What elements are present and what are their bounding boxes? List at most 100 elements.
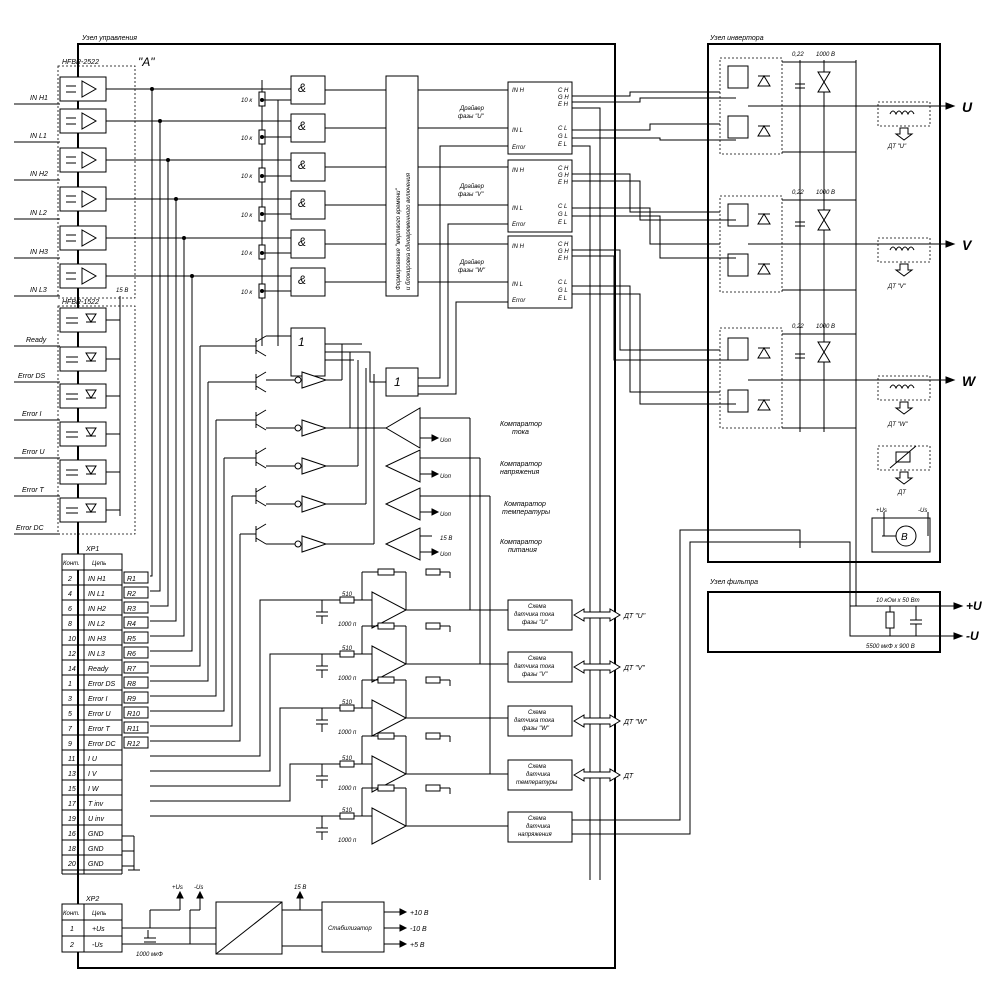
supply-15v-label: 15 В <box>116 288 128 294</box>
svg-text:C H: C H <box>558 166 569 172</box>
xp1-pin: 20 <box>67 861 76 868</box>
svg-text:Схема: Схема <box>528 764 547 770</box>
svg-text:1000 п: 1000 п <box>338 730 357 736</box>
xp1-pin: 1 <box>68 681 72 688</box>
sensor-dt-v: ДТ "V" <box>887 284 907 290</box>
xp1-net: IN L2 <box>88 621 105 628</box>
xp1-pin: 11 <box>68 756 75 763</box>
comparator-label-1: Компаратор <box>504 501 546 508</box>
xp1-net: IN H1 <box>88 576 106 583</box>
inverter-caps <box>795 71 831 363</box>
fan-label: В <box>901 532 908 543</box>
inv-cap2: 1000 В <box>816 52 835 58</box>
xp1-net: IN L1 <box>88 591 105 598</box>
xp1-pin: 2 <box>67 576 72 583</box>
power-out-3: +5 В <box>410 942 425 949</box>
svg-text:510: 510 <box>342 808 353 814</box>
amp-input-wires <box>150 599 300 817</box>
filter-unit-title: Узел фильтра <box>709 579 758 586</box>
xp1-pin: 9 <box>68 741 72 748</box>
xp1-pin: 19 <box>68 816 76 823</box>
xp1-pin: 18 <box>68 846 76 853</box>
sensor-dt-w: ДТ "W" <box>887 422 908 428</box>
xp1-net: T inv <box>88 801 104 808</box>
svg-text:C L: C L <box>558 280 567 286</box>
svg-text:G L: G L <box>558 288 568 294</box>
comparator-label-2: питания <box>508 547 537 554</box>
input-label-in-h1: IN H1 <box>30 95 48 102</box>
power-out-2: -10 В <box>410 926 427 933</box>
svg-text:датчика: датчика <box>526 824 551 830</box>
input-label-in-l2: IN L2 <box>30 210 47 217</box>
resistor-10k-label: 10 к <box>241 213 253 219</box>
svg-text:C H: C H <box>558 242 569 248</box>
series-resistor-label: R2 <box>127 591 136 598</box>
sensor-dt-u: ДТ "U" <box>887 144 907 150</box>
filter-resistor: 10 кОм х 50 Вт <box>876 598 920 604</box>
svg-text:IN L: IN L <box>512 282 523 288</box>
input-label-in-h2: IN H2 <box>30 171 48 178</box>
xp1-pin: 7 <box>68 726 73 733</box>
opto-rx-label: HFBR-1522 <box>62 299 99 306</box>
and-gate-label: & <box>298 158 306 172</box>
or-gate-ready <box>290 327 326 377</box>
xp1-net: IN H2 <box>88 606 106 613</box>
driver-group <box>507 81 573 309</box>
svg-text:1000 п: 1000 п <box>338 786 357 792</box>
filter-capacitor: 5500 мкФ х 900 В <box>866 644 915 650</box>
svg-text:E H: E H <box>558 180 569 186</box>
driver-to-inverter-wires <box>572 91 736 880</box>
input-label-in-l1: IN L1 <box>30 133 47 140</box>
comparator-label-2: температуры <box>502 509 551 516</box>
inv-cap1: 0,22 <box>792 324 804 330</box>
svg-text:IN L: IN L <box>512 128 523 134</box>
resistor-10k-label: 10 к <box>241 290 253 296</box>
resistor-10k-label: 10 к <box>241 98 253 104</box>
xp2-net: -Us <box>92 942 103 949</box>
series-resistor-label: R7 <box>127 666 137 673</box>
transistor-group <box>200 335 267 545</box>
xp1-pin: 10 <box>68 636 76 643</box>
series-resistor-label: R5 <box>127 636 136 643</box>
xp1-net: I V <box>88 771 98 778</box>
svg-text:датчика тока: датчика тока <box>514 718 555 724</box>
svg-text:датчика тока: датчика тока <box>514 664 555 670</box>
power-plus-us: +Us <box>172 885 183 891</box>
series-resistor <box>123 721 149 734</box>
inverter-unit-title: Узел инвертора <box>709 35 764 42</box>
power-15v: 15 В <box>294 885 306 891</box>
svg-text:Схема: Схема <box>528 710 547 716</box>
xp1-net: IN H3 <box>88 636 106 643</box>
svg-text:G L: G L <box>558 134 568 140</box>
deadtime-text-2: и блокировка одновременного включения <box>406 172 412 290</box>
or-gate-error <box>385 367 419 397</box>
fan-minus: -Us <box>918 508 927 514</box>
xp1-col1: Конт. <box>63 561 80 567</box>
driver-w-label-2: фазы "W" <box>458 268 486 274</box>
series-resistor-label: R4 <box>127 621 136 628</box>
series-resistor-label: R1 <box>127 576 136 583</box>
svg-text:G L: G L <box>558 212 568 218</box>
driver-u-label-2: фазы "U" <box>458 114 485 120</box>
svg-text:E L: E L <box>558 220 567 226</box>
svg-text:1000 п: 1000 п <box>338 622 357 628</box>
opto-tx-label: HFBR-2522 <box>62 59 99 66</box>
xp1-net: Error DS <box>88 681 116 688</box>
xp1-pin: 15 <box>68 786 76 793</box>
input-label-in-h3: IN H3 <box>30 249 48 256</box>
svg-text:датчика тока: датчика тока <box>514 612 555 618</box>
svg-text:Схема: Схема <box>528 816 547 822</box>
svg-text:1000 п: 1000 п <box>338 838 357 844</box>
sensor-out-v: ДТ "V" <box>623 665 645 672</box>
xp1-net: Error I <box>88 696 108 703</box>
comparator-ref: Uоп <box>440 474 452 480</box>
power-out-1: +10 В <box>410 910 429 917</box>
series-resistor <box>123 586 149 599</box>
svg-text:фазы "W": фазы "W" <box>522 726 550 732</box>
and-gate-label: & <box>298 81 306 95</box>
svg-text:фазы "V": фазы "V" <box>522 672 548 678</box>
comparator-ref: Uоп <box>440 438 452 444</box>
